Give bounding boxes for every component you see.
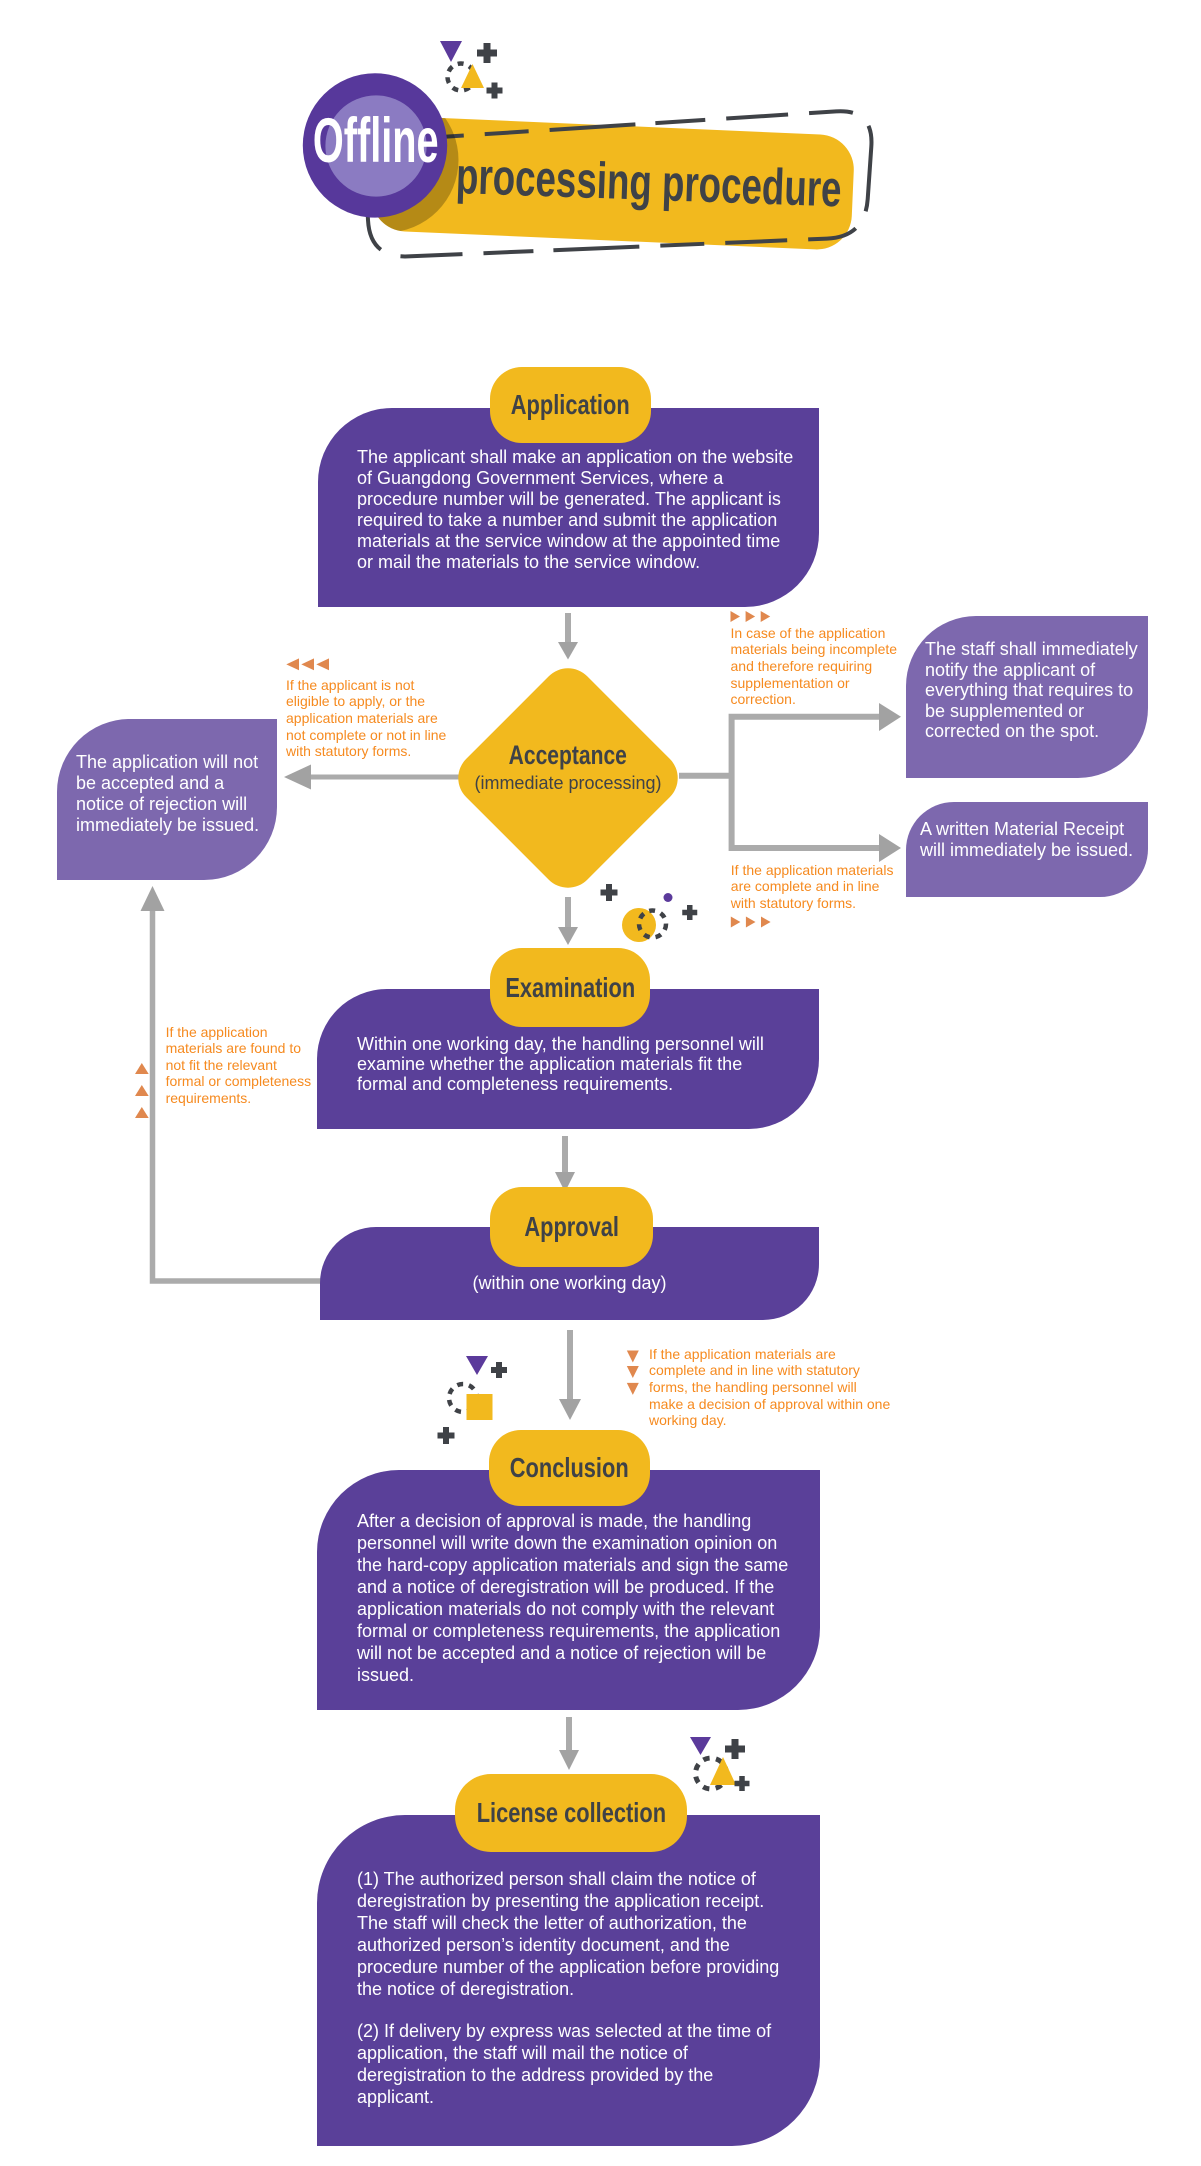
supplement-box: [906, 616, 1148, 778]
plus-icon: [437, 1427, 455, 1444]
title-banner-bg: [371, 116, 854, 250]
title-circle-inner: [325, 95, 427, 197]
conclusion-pill: Conclusion: [489, 1430, 650, 1506]
title-badge-label: Offline: [312, 106, 439, 176]
arrow-acceptance-rejection: [284, 764, 459, 790]
annotation-incomplete: In case of the application materials bei…: [730, 624, 898, 708]
approval-note: (within one working day): [472, 1272, 667, 1293]
application-pill: Application: [490, 367, 651, 443]
yellow-square-icon: [466, 1394, 493, 1420]
plus-icon: [477, 43, 497, 63]
plus-icon: [486, 82, 503, 99]
annotation-complete: If the application materials are complet…: [730, 861, 894, 911]
triangle-up-icon: [461, 64, 484, 88]
application-label: Application: [511, 389, 630, 420]
triple-triangle-right-bottom-icon: [730, 916, 771, 928]
examination-body: Within one working day, the handling per…: [357, 1033, 764, 1094]
rejection-body: The application will not be accepted and…: [76, 752, 260, 835]
conclusion-label: Conclusion: [510, 1452, 629, 1483]
plus-icon: [725, 1739, 745, 1759]
acceptance-title: Acceptance: [418, 741, 718, 769]
arrow-application-acceptance: [558, 613, 578, 660]
header-decor-cluster: [440, 41, 503, 99]
arrow-conclusion-license: [559, 1717, 579, 1770]
branch-acceptance-right: [679, 703, 901, 862]
triangle-up-icon: [710, 1757, 736, 1785]
triangle-down-icon: [466, 1356, 488, 1375]
rejection-box: [57, 719, 277, 880]
triangle-down-icon: [440, 41, 462, 62]
application-body: The applicant shall make an application …: [357, 447, 794, 572]
supplement-body: The staff shall immediately notify the a…: [925, 639, 1138, 742]
triangle-down-icon: [690, 1737, 711, 1755]
approval-label: Approval: [524, 1211, 619, 1242]
conclusion-decor-cluster: [437, 1356, 507, 1444]
license-box: [317, 1815, 820, 2146]
dashed-circle-icon: [636, 908, 669, 940]
plus-icon: [682, 905, 698, 920]
license-body-2: (2) If delivery by express was selected …: [357, 2020, 772, 2107]
conclusion-body: After a decision of approval is made, th…: [357, 1510, 789, 1686]
license-decor-cluster: [690, 1737, 750, 1792]
arrow-acceptance-examination: [558, 897, 578, 945]
plus-icon: [491, 1362, 507, 1378]
flow-arrows: [140, 613, 901, 1770]
acceptance-note: (immediate processing): [474, 773, 662, 793]
examination-label: Examination: [505, 971, 635, 1003]
annotation-decision: If the application materials are complet…: [649, 1345, 891, 1429]
feedback-line-approval-rejection: [140, 886, 322, 1284]
plus-icon: [600, 884, 618, 901]
annotation-not-eligible: If the applicant is not eligible to appl…: [286, 676, 447, 760]
examination-pill: Examination: [490, 948, 650, 1027]
title-badge: Offline: [285, 106, 466, 176]
acceptance-label-text: Acceptance: [508, 740, 628, 770]
title-banner: processing procedure: [455, 147, 856, 217]
annotation-not-fit: If the application materials are found t…: [165, 1023, 312, 1106]
conclusion-box: [317, 1470, 820, 1710]
license-body-1: (1) The authorized person shall claim th…: [357, 1868, 780, 1999]
plus-icon: [734, 1776, 750, 1791]
triple-triangle-right-top-icon: [730, 611, 771, 622]
receipt-box: [906, 802, 1148, 897]
purple-dot-icon: [663, 893, 673, 902]
arrow-examination-approval: [555, 1136, 575, 1192]
triple-triangle-down-icon: [626, 1350, 639, 1395]
receipt-body: A written Material Receipt will immediat…: [920, 819, 1134, 860]
arrow-approval-conclusion: [559, 1330, 581, 1420]
acceptance-diamond: [458, 668, 678, 888]
license-label: License collection: [476, 1797, 666, 1828]
approval-pill: Approval: [490, 1187, 653, 1267]
license-pill: License collection: [455, 1774, 687, 1852]
diamond-decor-cluster: [600, 884, 698, 942]
triple-triangle-up-icon: [135, 1063, 149, 1118]
title-banner-group: [302, 73, 874, 259]
triple-triangle-left-icon: [286, 658, 329, 671]
